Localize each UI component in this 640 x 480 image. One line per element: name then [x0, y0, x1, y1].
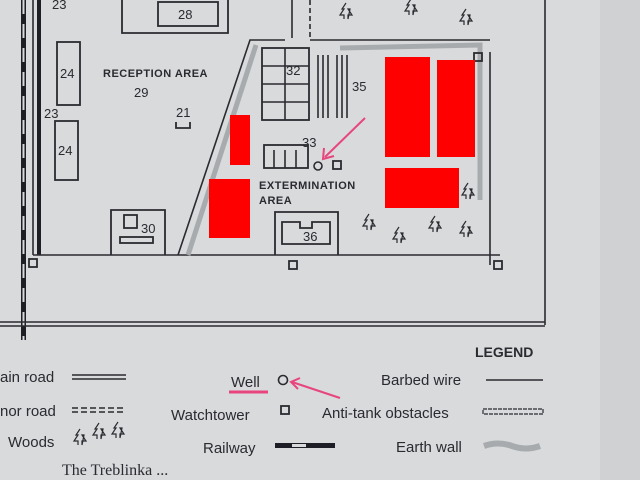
label-28: 28	[178, 7, 192, 22]
redaction-marks	[209, 57, 475, 238]
railway-symbol	[275, 443, 335, 448]
caption-text: The Treblinka ...	[62, 462, 168, 479]
extermination-boundary	[177, 39, 285, 256]
label-30: 30	[141, 221, 155, 236]
railway-line	[21, 0, 41, 340]
building-35-rails	[317, 55, 348, 118]
building-36-compound	[274, 211, 339, 255]
watchtower-icon	[28, 258, 38, 268]
label-36: 36	[303, 229, 317, 244]
building-24-a	[56, 41, 81, 106]
building-32	[261, 47, 310, 121]
label-24-a: 24	[60, 66, 74, 81]
main-road-symbol	[72, 374, 126, 380]
watchtower-icon	[473, 52, 483, 62]
minor-road-symbol	[72, 407, 126, 413]
label-23-top: 23	[52, 0, 66, 12]
watchtower-icon	[493, 260, 503, 270]
legend-watchtower: Watchtower	[171, 407, 250, 424]
reception-area-label: RECEPTION AREA	[103, 68, 208, 80]
well-icon	[313, 161, 323, 171]
legend-minor-road: nor road	[0, 403, 56, 420]
earth-wall-east	[339, 42, 483, 200]
label-21: 21	[176, 105, 190, 120]
legend-title: LEGEND	[475, 344, 533, 360]
building-30-long	[119, 236, 154, 244]
extermination-area-label-2: AREA	[259, 195, 292, 207]
watchtower-icon	[332, 160, 342, 170]
extermination-area-label: EXTERMINATION	[259, 180, 356, 192]
legend-anti-tank: Anti-tank obstacles	[322, 405, 449, 422]
earth-wall-west	[185, 44, 259, 256]
building-33	[263, 144, 309, 169]
building-30-compound	[110, 209, 166, 255]
building-24-b	[54, 120, 79, 181]
legend-earth-wall: Earth wall	[396, 439, 462, 456]
label-32: 32	[286, 63, 300, 78]
legend-well: Well	[231, 374, 260, 391]
watchtower-icon	[280, 405, 290, 415]
label-29: 29	[134, 85, 148, 100]
building-28	[157, 1, 219, 27]
label-24-b: 24	[58, 143, 72, 158]
label-33: 33	[302, 135, 316, 150]
anti-tank-symbol	[482, 408, 544, 415]
legend-railway: Railway	[203, 440, 256, 457]
label-35: 35	[352, 79, 366, 94]
legend-woods: Woods	[8, 434, 54, 451]
building-30-small	[123, 214, 138, 229]
building-21	[175, 122, 191, 129]
legend-main-road: ain road	[0, 369, 54, 386]
legend-barbed-wire: Barbed wire	[381, 372, 461, 389]
annotation-arrow-map	[321, 117, 366, 161]
well-icon	[277, 374, 289, 386]
page-shadow	[600, 0, 640, 480]
annotation-arrow-legend	[289, 377, 341, 399]
building-36	[281, 221, 331, 245]
label-23-mid: 23	[44, 106, 58, 121]
building-28-compound	[121, 0, 229, 34]
earth-wall-symbol	[482, 440, 542, 452]
watchtower-icon	[288, 260, 298, 270]
